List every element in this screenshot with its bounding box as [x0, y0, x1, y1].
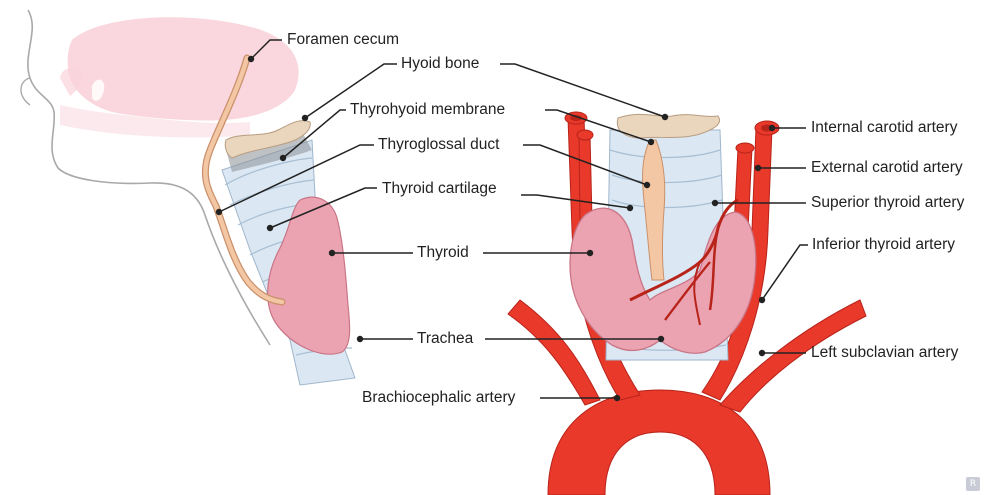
leader-inferior-thyroid	[762, 245, 808, 300]
label-inferior-thyroid-artery: Inferior thyroid artery	[812, 236, 955, 254]
label-internal-carotid-artery: Internal carotid artery	[811, 119, 957, 137]
leader-hyoid-bone-right	[500, 64, 665, 117]
label-thyroglossal-duct: Thyroglossal duct	[378, 136, 499, 154]
logo-badge-icon: R	[966, 477, 980, 491]
label-external-carotid-artery: External carotid artery	[811, 159, 963, 177]
label-trachea: Trachea	[417, 330, 473, 348]
label-thyroid-cartilage: Thyroid cartilage	[382, 180, 497, 198]
label-brachiocephalic-artery: Brachiocephalic artery	[362, 389, 515, 407]
label-hyoid-bone: Hyoid bone	[401, 55, 479, 73]
label-left-subclavian-artery: Left subclavian artery	[811, 344, 958, 362]
label-thyroid: Thyroid	[417, 244, 469, 262]
label-superior-thyroid-artery: Superior thyroid artery	[811, 194, 964, 212]
tongue	[60, 17, 299, 137]
label-foramen-cecum: Foramen cecum	[287, 31, 399, 49]
label-thyrohyoid-membrane: Thyrohyoid membrane	[350, 101, 505, 119]
